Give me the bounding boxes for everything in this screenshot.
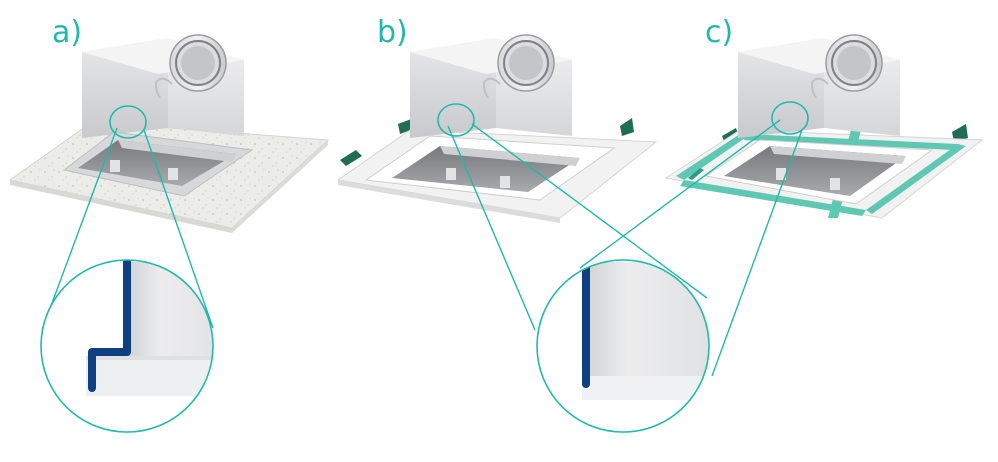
mounting-bracket [340,150,362,166]
edge-profile-flange-detail-icon [88,260,131,392]
zoom-marker-a [109,105,147,139]
diffuser-unit-a [8,34,330,233]
callout-lines [41,119,803,377]
duct-collar [825,34,883,92]
mounting-bracket [952,124,968,142]
mounting-bracket [620,118,634,136]
detail-circle-bc [536,259,710,433]
duct-collar [169,34,227,92]
duct-collar [497,34,555,92]
zoom-marker-c [771,101,809,135]
zoom-marker-b [437,103,475,137]
diffuser-unit-c [664,34,984,219]
diffuser-unit-b [336,34,658,223]
panel-label-b: b) [377,15,408,50]
panel-label-c: c) [705,15,734,50]
panel-label-a: a) [52,15,83,50]
